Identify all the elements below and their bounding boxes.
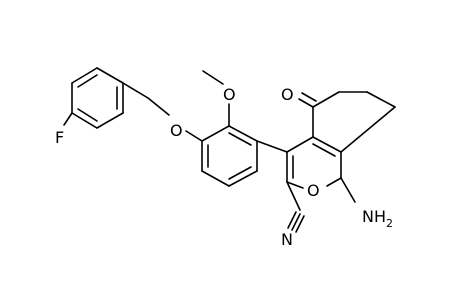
ketone-bond-a bbox=[298, 98, 314, 108]
ch2-o-bond bbox=[147, 97, 170, 116]
nitrile-triple-2 bbox=[291, 213, 301, 231]
aryl-c4-bond bbox=[256, 140, 288, 153]
nitrile-label: N bbox=[281, 230, 293, 249]
ketone-oxygen-label: O bbox=[281, 85, 294, 104]
cyclohexanone-ring bbox=[312, 91, 396, 153]
amine-label: NH2 bbox=[362, 207, 393, 230]
methoxy-oxygen-label: O bbox=[223, 85, 236, 104]
ring-oxygen-label: O bbox=[307, 181, 320, 200]
c-nh2-bond bbox=[340, 177, 356, 203]
pyran-ring bbox=[286, 136, 342, 189]
fluorine-label: F bbox=[55, 128, 64, 147]
o-aryl-bond bbox=[185, 130, 203, 142]
ketone-bond-b bbox=[301, 92, 317, 102]
methyl-bond bbox=[202, 70, 224, 85]
methoxyphenyl-ring bbox=[201, 125, 258, 187]
nitrile-triple-1 bbox=[287, 211, 297, 229]
benzyl-ch2-bond bbox=[122, 82, 149, 99]
fluorophenyl-ring bbox=[71, 67, 124, 129]
c-f-bond bbox=[63, 112, 73, 126]
ether-oxygen-label: O bbox=[170, 121, 183, 140]
nitrile-c-bond bbox=[286, 181, 301, 211]
nitrile-triple-3 bbox=[295, 215, 305, 233]
